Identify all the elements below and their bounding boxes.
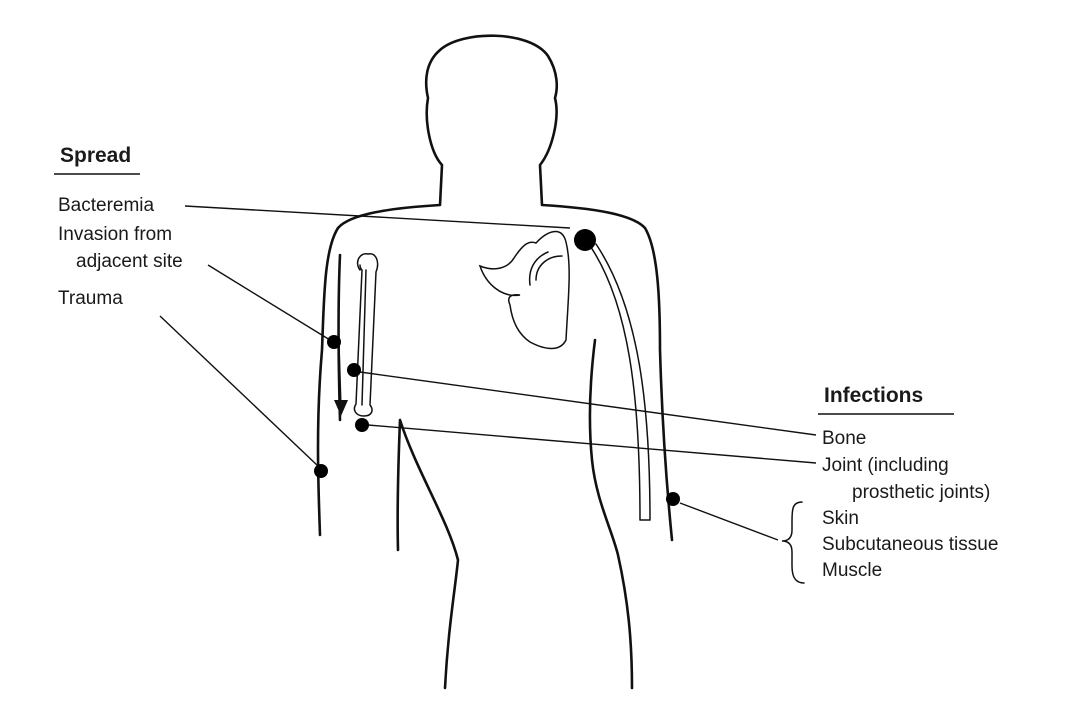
label-joint-line1: Joint (including	[822, 455, 949, 476]
heart-icon	[478, 230, 570, 350]
iv-catheter-tube	[585, 239, 651, 521]
humerus-bone-icon	[353, 253, 379, 417]
label-muscle: Muscle	[822, 560, 882, 581]
label-trauma: Trauma	[58, 288, 123, 309]
soft-tissue-site-marker	[666, 492, 680, 506]
label-invasion-line2: adjacent site	[76, 251, 183, 272]
bacteremia-site-marker	[574, 229, 596, 251]
label-skin: Skin	[822, 508, 859, 529]
aortic-arch-icon	[528, 251, 563, 286]
body-outline	[316, 34, 674, 690]
leader-invasion	[207, 264, 331, 341]
label-bone: Bone	[822, 428, 866, 449]
label-bacteremia: Bacteremia	[58, 195, 155, 216]
leader-bone	[359, 371, 817, 436]
left-arm-inner-contour	[337, 253, 342, 422]
invasion-site-marker	[327, 335, 341, 349]
spread-heading: Spread	[60, 144, 131, 167]
soft-tissue-brace	[781, 501, 805, 584]
spread-arrow-shaft	[338, 344, 342, 409]
label-joint-line2: prosthetic joints)	[852, 482, 990, 503]
humerus-inner-line	[361, 269, 367, 406]
leader-bacteremia	[184, 205, 571, 229]
leader-soft-tissue	[679, 502, 779, 541]
leader-joint	[367, 424, 817, 464]
joint-site-marker	[355, 418, 369, 432]
label-invasion-line1: Invasion from	[58, 224, 172, 245]
trauma-site-marker	[314, 464, 328, 478]
spread-arrow-head	[334, 400, 348, 416]
bone-site-marker	[347, 363, 361, 377]
leader-trauma	[159, 315, 319, 467]
label-subcutaneous: Subcutaneous tissue	[822, 534, 998, 555]
infections-heading: Infections	[824, 384, 923, 407]
